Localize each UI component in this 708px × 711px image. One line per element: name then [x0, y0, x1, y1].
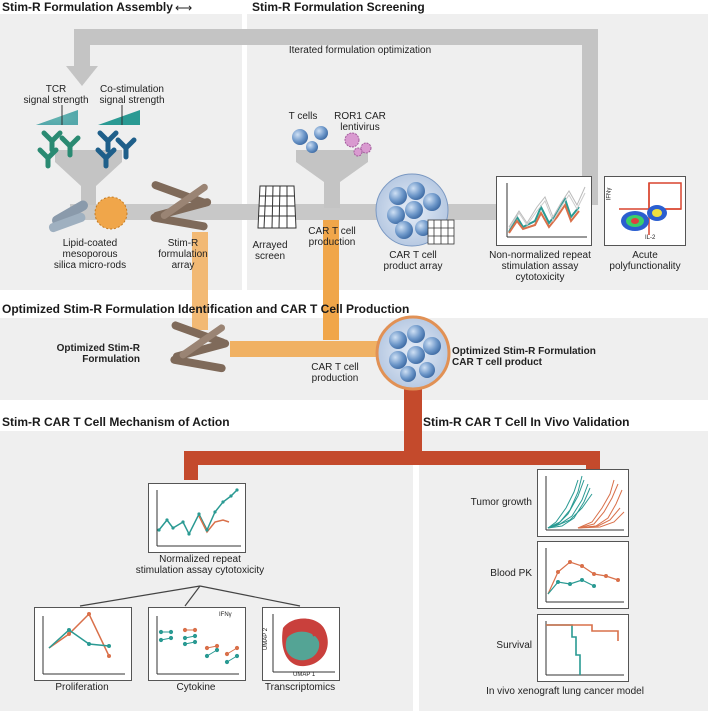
tumor-growth-plot: [537, 469, 629, 537]
flow-x-label: IL-2: [645, 235, 656, 241]
normalized-label: Normalized repeat stimulation assay cyto…: [135, 554, 265, 576]
arrayed-screen-label: Arrayed screen: [252, 240, 288, 262]
umap2-label: UMAP 2: [263, 627, 270, 651]
bidirectional-arrow-icon: ⟷: [175, 1, 193, 15]
optimized-formulation-label: Optimized Stim-R Formulation: [56, 343, 140, 365]
formulation-array-icon: [150, 181, 212, 231]
costim-strength-icon: [98, 105, 140, 125]
survival-label: Survival: [496, 640, 532, 651]
nonnormalized-cytotoxicity-plot: [496, 176, 592, 246]
production-label: CAR T cell production: [308, 226, 356, 248]
model-label: In vivo xenograft lung cancer model: [486, 686, 644, 697]
iteration-loop-arrow: [74, 29, 598, 205]
tcell-funnel: [296, 150, 368, 208]
proliferation-label: Proliferation: [55, 682, 109, 693]
lentivirus-icon: [344, 132, 372, 157]
lentivirus-label: ROR1 CAR lentivirus: [334, 111, 386, 133]
microrods-label: Lipid-coated mesoporous silica micro-rod…: [53, 238, 127, 271]
t-cells-label: T cells: [288, 111, 318, 122]
acute-label: Acute polyfunctionality: [609, 250, 681, 272]
costim-label: Co-stimulation signal strength: [99, 84, 165, 106]
loop-arrowhead: [66, 66, 98, 86]
transcriptomics-label: Transcriptomics: [264, 682, 336, 693]
normalized-cytotoxicity-plot: [148, 483, 246, 553]
formulation-array-label: Stim-R formulation array: [158, 238, 208, 271]
product-array-label: CAR T cell product array: [383, 250, 443, 272]
header-mechanism: Stim-R CAR T Cell Mechanism of Action: [2, 415, 230, 429]
cytokine-label: Cytokine: [176, 682, 216, 693]
header-invivo: Stim-R CAR T Cell In Vivo Validation: [423, 415, 630, 429]
split-arrow: [184, 451, 600, 480]
header-optimized: Optimized Stim-R Formulation Identificat…: [2, 302, 410, 316]
assembly-funnel: [55, 150, 122, 205]
proliferation-plot: [34, 607, 132, 681]
tumor-label: Tumor growth: [470, 497, 532, 508]
optimized-product-label: Optimized Stim-R Formulation CAR T cell …: [452, 346, 596, 368]
tcr-strength-icon: [36, 105, 78, 125]
optimized-formulation-icon: [170, 321, 230, 373]
costim-antibodies-icon: [95, 130, 137, 169]
optimized-panel: [0, 318, 708, 400]
header-assembly: Stim-R Formulation Assembly: [2, 0, 173, 14]
optimized-product-dish: [375, 315, 451, 391]
cytokine-plot: IFNγ: [148, 607, 246, 681]
cytokine-tag: IFNγ: [219, 612, 232, 618]
product-array-dish: [375, 173, 455, 247]
tcr-label: TCR signal strength: [23, 84, 89, 106]
tcr-antibodies-icon: [37, 130, 81, 169]
nonnorm-label: Non-normalized repeat stimulation assay …: [489, 250, 591, 283]
flow-cytometry-plot: IFNγ IL-2: [604, 176, 686, 246]
umap1-label: UMAP 1: [293, 672, 316, 678]
survival-plot: [537, 614, 629, 682]
blood-label: Blood PK: [490, 568, 532, 579]
transcriptomics-plot: UMAP 2 UMAP 1: [262, 607, 340, 681]
header-screening: Stim-R Formulation Screening: [252, 0, 425, 14]
mechanism-connectors: [79, 585, 301, 607]
flow-y-label: IFNγ: [606, 187, 613, 201]
silica-microrod-icon: [48, 196, 128, 233]
arrayed-screen-grid: [257, 185, 297, 229]
blood-pk-plot: [537, 541, 629, 609]
optimized-production-label: CAR T cell production: [311, 362, 359, 384]
loop-label: Iterated formulation optimization: [288, 45, 432, 56]
t-cells-icon: [292, 126, 328, 153]
